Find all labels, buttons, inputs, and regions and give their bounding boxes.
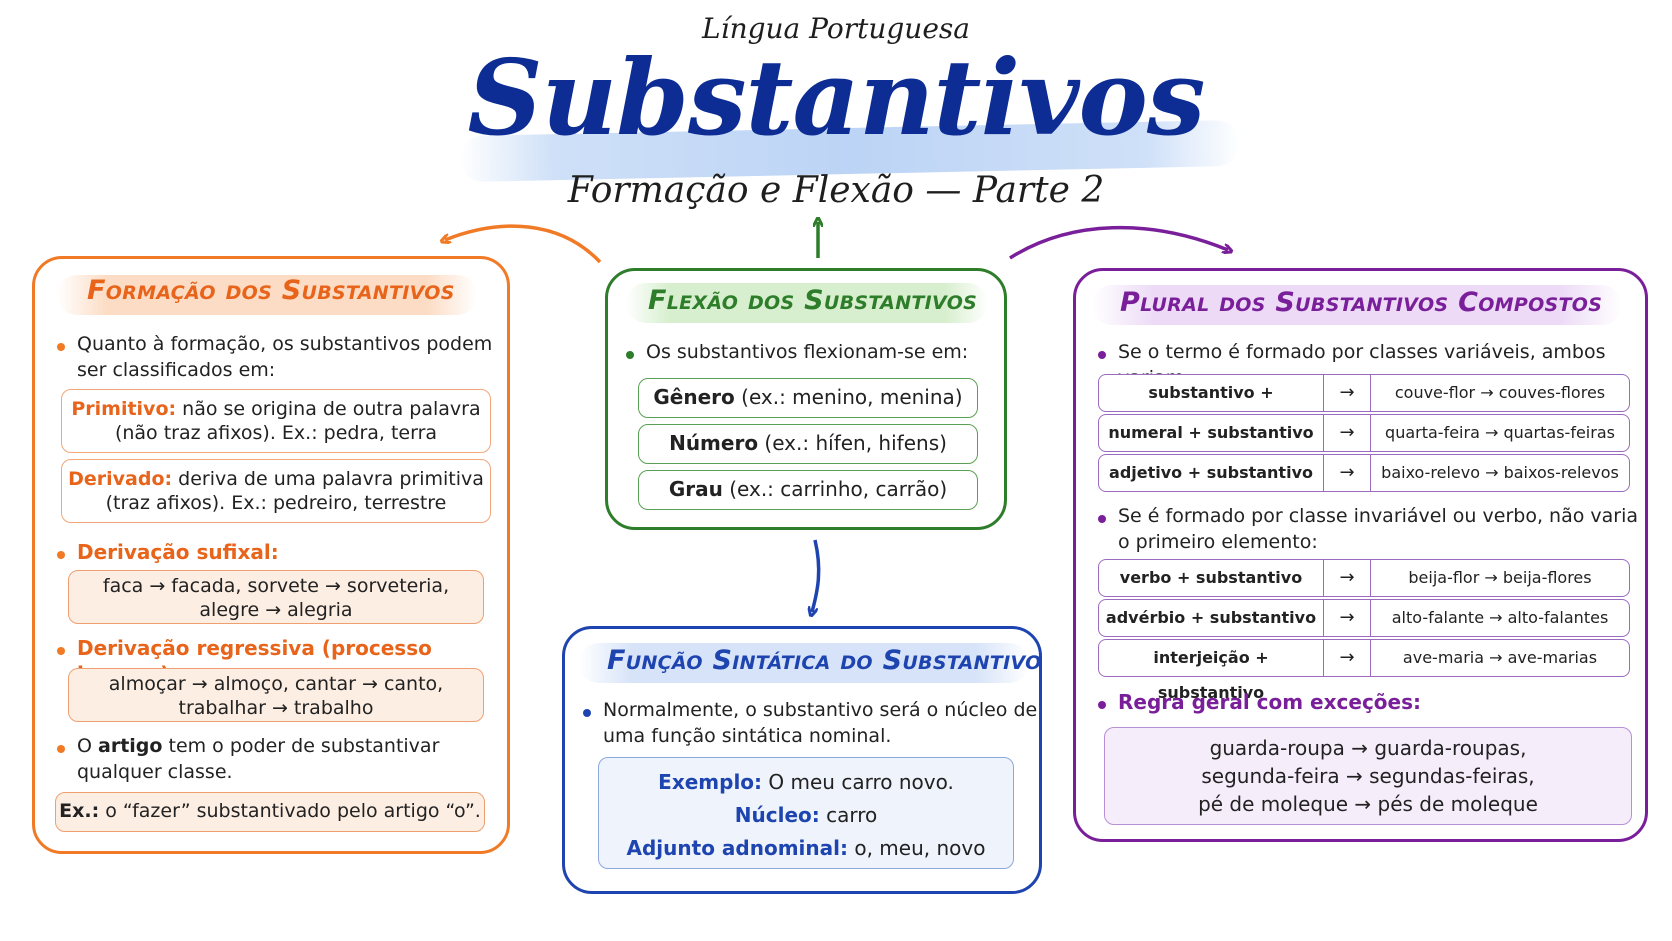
table2-row1-arrow: → [1324, 559, 1370, 597]
funcao-intro-line2: uma função sintática nominal. [603, 725, 892, 747]
grau-label: Grau [668, 477, 723, 501]
exception-1: guarda-roupa → guarda-roupas, [1209, 736, 1527, 760]
sufixal-example1: faca → facada, sorvete → sorveteria, [102, 575, 450, 597]
arrow-to-funcao [812, 539, 821, 612]
formacao-intro-line1: Quanto à formação, os substantivos podem [77, 333, 493, 355]
example-label: Ex.: [59, 800, 100, 822]
exemplo-text: O meu carro novo. [762, 770, 954, 794]
table2-row2-arrow: → [1324, 599, 1370, 637]
sufixal-example2: alegre → alegria [199, 599, 353, 621]
derivado-text2: (traz afixos). Ex.: pedreiro, terrestre [105, 492, 447, 514]
funcao-example-box: Exemplo: O meu carro novo. Núcleo: carro… [598, 757, 1014, 869]
formacao-title: Formação dos Substantivos [87, 275, 455, 306]
formacao-card: Formação dos Substantivos Quanto à forma… [32, 256, 510, 854]
table2-row3-left: interjeição + substantivo [1098, 639, 1324, 702]
exception-2: segunda-feira → segundas-feiras, [1201, 764, 1535, 788]
bullet-dot [57, 343, 65, 351]
flexao-item-numero: Número (ex.: hífen, hifens) [638, 424, 978, 464]
exemplo-label: Exemplo: [658, 770, 763, 794]
table2-row3-right: ave-maria → ave-marias [1370, 639, 1630, 677]
funcao-title: Função Sintática do Substantivo [607, 645, 1042, 676]
artigo-line1: O artigo tem o poder de substantivar [77, 733, 439, 759]
artigo-post: tem o poder de substantivar [162, 735, 440, 757]
primitivo-box: Primitivo: não se origina de outra palav… [61, 389, 491, 453]
derivado-text1: deriva de uma palavra primitiva [172, 468, 484, 490]
primitivo-text1: não se origina de outra palavra [176, 398, 481, 420]
artigo-example-box: Ex.: o “fazer” substantivado pelo artigo… [55, 792, 485, 832]
plural-rule2-line1: Se é formado por classe invariável ou ve… [1118, 505, 1638, 527]
table1-row3-left: adjetivo + substantivo [1098, 454, 1324, 492]
plural-title-band [1092, 285, 1622, 325]
genero-example: (ex.: menino, menina) [734, 385, 963, 409]
adjunto-text: o, meu, novo [847, 836, 986, 860]
example-text: o “fazer” substantivado pelo artigo “o”. [99, 800, 481, 822]
flexao-intro: Os substantivos flexionam-se em: [646, 341, 969, 363]
bullet-dot [1098, 701, 1106, 709]
plural-rule3: Regra geral com exceções: [1118, 690, 1422, 714]
formacao-intro-line2: ser classificados em: [77, 359, 276, 381]
table1-row1-right: couve-flor → couves-flores [1370, 374, 1630, 412]
flexao-item-grau: Grau (ex.: carrinho, carrão) [638, 470, 978, 510]
genero-label: Gênero [653, 385, 735, 409]
funcao-card: Função Sintática do Substantivo Normalme… [562, 626, 1042, 894]
table1-row3-right: baixo-relevo → baixos-relevos [1370, 454, 1630, 492]
bullet-dot [57, 647, 65, 655]
formacao-title-band [57, 275, 477, 315]
primitivo-label: Primitivo: [71, 398, 177, 420]
nucleo-text: carro [819, 803, 878, 827]
bullet-dot [1098, 351, 1106, 359]
derivado-label: Derivado: [68, 468, 173, 490]
flexao-item-genero: Gênero (ex.: menino, menina) [638, 378, 978, 418]
top-subtitle: Língua Portuguesa [702, 12, 970, 45]
adjunto-label: Adjunto adnominal: [626, 836, 848, 860]
table2-row2-left: advérbio + substantivo [1098, 599, 1324, 637]
artigo-bold: artigo [98, 735, 163, 757]
table2-row1-right: beija-flor → beija-flores [1370, 559, 1630, 597]
numero-example: (ex.: hífen, hifens) [758, 431, 947, 455]
regressiva-box: almoçar → almoço, cantar → canto, trabal… [68, 668, 484, 722]
bullet-dot [57, 551, 65, 559]
arrow-to-formacao [445, 224, 602, 264]
grau-example: (ex.: carrinho, carrão) [722, 477, 948, 501]
regressiva-example2: trabalhar → trabalho [178, 697, 374, 719]
nucleo-label: Núcleo: [734, 803, 820, 827]
derivado-box: Derivado: deriva de uma palavra primitiv… [61, 459, 491, 523]
sufixal-label: Derivação sufixal: [77, 540, 279, 564]
plural-rule2-line2: o primeiro elemento: [1118, 531, 1318, 553]
funcao-intro-line1: Normalmente, o substantivo será o núcleo… [603, 699, 1038, 721]
exceptions-box: guarda-roupa → guarda-roupas, segunda-fe… [1104, 727, 1632, 825]
arrow-to-plural [1009, 225, 1228, 260]
funcao-title-band [579, 643, 1029, 683]
primitivo-text2: (não traz afixos). Ex.: pedra, terra [114, 422, 438, 444]
artigo-line2: qualquer classe. [77, 761, 233, 783]
table2-row2-right: alto-falante → alto-falantes [1370, 599, 1630, 637]
flexao-card: Flexão dos Substantivos Os substantivos … [605, 268, 1007, 530]
regressiva-example1: almoçar → almoço, cantar → canto, [108, 673, 444, 695]
table1-row2-left: numeral + substantivo [1098, 414, 1324, 452]
bullet-dot [57, 745, 65, 753]
table1-row1-left: substantivo + substantivo [1098, 374, 1324, 437]
plural-card: Plural dos Substantivos Compostos Se o t… [1073, 268, 1648, 842]
bullet-dot [1098, 515, 1106, 523]
bullet-dot [626, 351, 634, 359]
table1-row2-arrow: → [1324, 414, 1370, 452]
numero-label: Número [669, 431, 759, 455]
table1-row1-arrow: → [1324, 374, 1370, 412]
plural-title: Plural dos Substantivos Compostos [1120, 287, 1603, 318]
main-title: Substantivos [467, 36, 1206, 159]
flexao-title-band [626, 283, 988, 323]
table1-row2-right: quarta-feira → quartas-feiras [1370, 414, 1630, 452]
exception-3: pé de moleque → pés de moleque [1198, 792, 1538, 816]
artigo-pre: O [77, 735, 98, 757]
bullet-dot [583, 709, 591, 717]
table1-row3-arrow: → [1324, 454, 1370, 492]
table2-row3-arrow: → [1324, 639, 1370, 677]
sufixal-box: faca → facada, sorvete → sorveteria, ale… [68, 570, 484, 624]
bottom-subtitle: Formação e Flexão — Parte 2 [567, 170, 1105, 211]
table2-row1-left: verbo + substantivo [1098, 559, 1324, 597]
flexao-title: Flexão dos Substantivos [648, 285, 978, 316]
